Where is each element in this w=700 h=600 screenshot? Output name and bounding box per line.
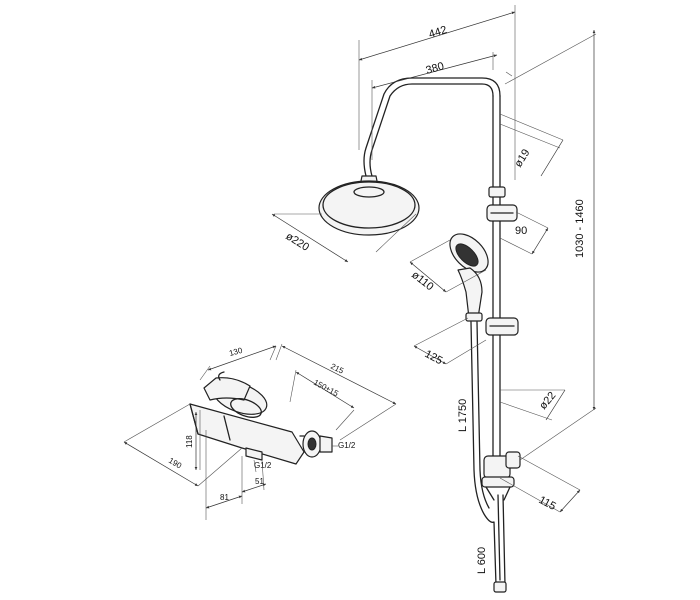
thread-left-label: G1/2 — [254, 461, 272, 470]
dimension-90: 90 — [499, 211, 549, 255]
dim-1750-label: L 1750 — [457, 399, 469, 432]
dim-110-label: ø110 — [409, 269, 436, 293]
dimension-mixer-51: 51 — [241, 459, 267, 493]
lower-bracket — [481, 451, 521, 501]
dim-442-label: 442 — [427, 24, 448, 41]
shower-column — [359, 71, 513, 461]
shower-hose — [470, 321, 507, 593]
overhead-shower-head — [318, 180, 420, 236]
dimension-thread-left: G1/2 — [253, 459, 272, 473]
dim-600-label: L 600 — [476, 547, 488, 574]
dim-380-label: 380 — [425, 60, 446, 77]
dim-22-label: ø22 — [537, 390, 558, 412]
dim-mixer-130-label: 130 — [228, 346, 244, 358]
dim-mixer-190-label: 190 — [167, 456, 184, 471]
dim-mixer-215-label: 215 — [329, 362, 345, 376]
dim-90-label: 90 — [515, 225, 527, 237]
hand-shower — [449, 233, 489, 322]
dim-115-label: 115 — [537, 494, 558, 513]
dimension-l1750: L 1750 — [457, 399, 469, 432]
dim-mixer-118-label: 118 — [185, 435, 194, 448]
dimension-442: 442 — [358, 5, 516, 180]
dimension-380: 380 — [371, 52, 498, 160]
dim-220-label: ø220 — [283, 230, 311, 253]
dim-125-label: 125 — [423, 348, 445, 367]
dimension-mixer-81: 81 — [205, 430, 243, 520]
dimension-l600: L 600 — [476, 547, 488, 574]
upper-holder — [486, 186, 518, 222]
dimension-mixer-150: 150±15 — [289, 369, 355, 431]
dimension-125: 125 — [413, 317, 487, 367]
dim-mixer-51-label: 51 — [255, 477, 264, 486]
dimension-diam-22: ø22 — [499, 390, 566, 421]
shower-mixer — [189, 371, 333, 465]
dimension-thread-right: G1/2 — [332, 441, 356, 450]
middle-slider — [485, 317, 519, 336]
dim-mixer-81-label: 81 — [220, 493, 229, 502]
dim-19-label: ø19 — [512, 147, 532, 169]
thread-right-label: G1/2 — [338, 441, 356, 450]
dim-1030-1460-label: 1030 - 1460 — [574, 199, 586, 258]
dimension-diam-19: ø19 — [499, 113, 564, 177]
dimension-mixer-118: 118 — [185, 410, 201, 470]
dimension-1030-1460: 1030 - 1460 — [504, 30, 597, 461]
dimension-mixer-130: 130 — [199, 346, 277, 381]
dim-mixer-150-label: 150±15 — [312, 378, 340, 399]
